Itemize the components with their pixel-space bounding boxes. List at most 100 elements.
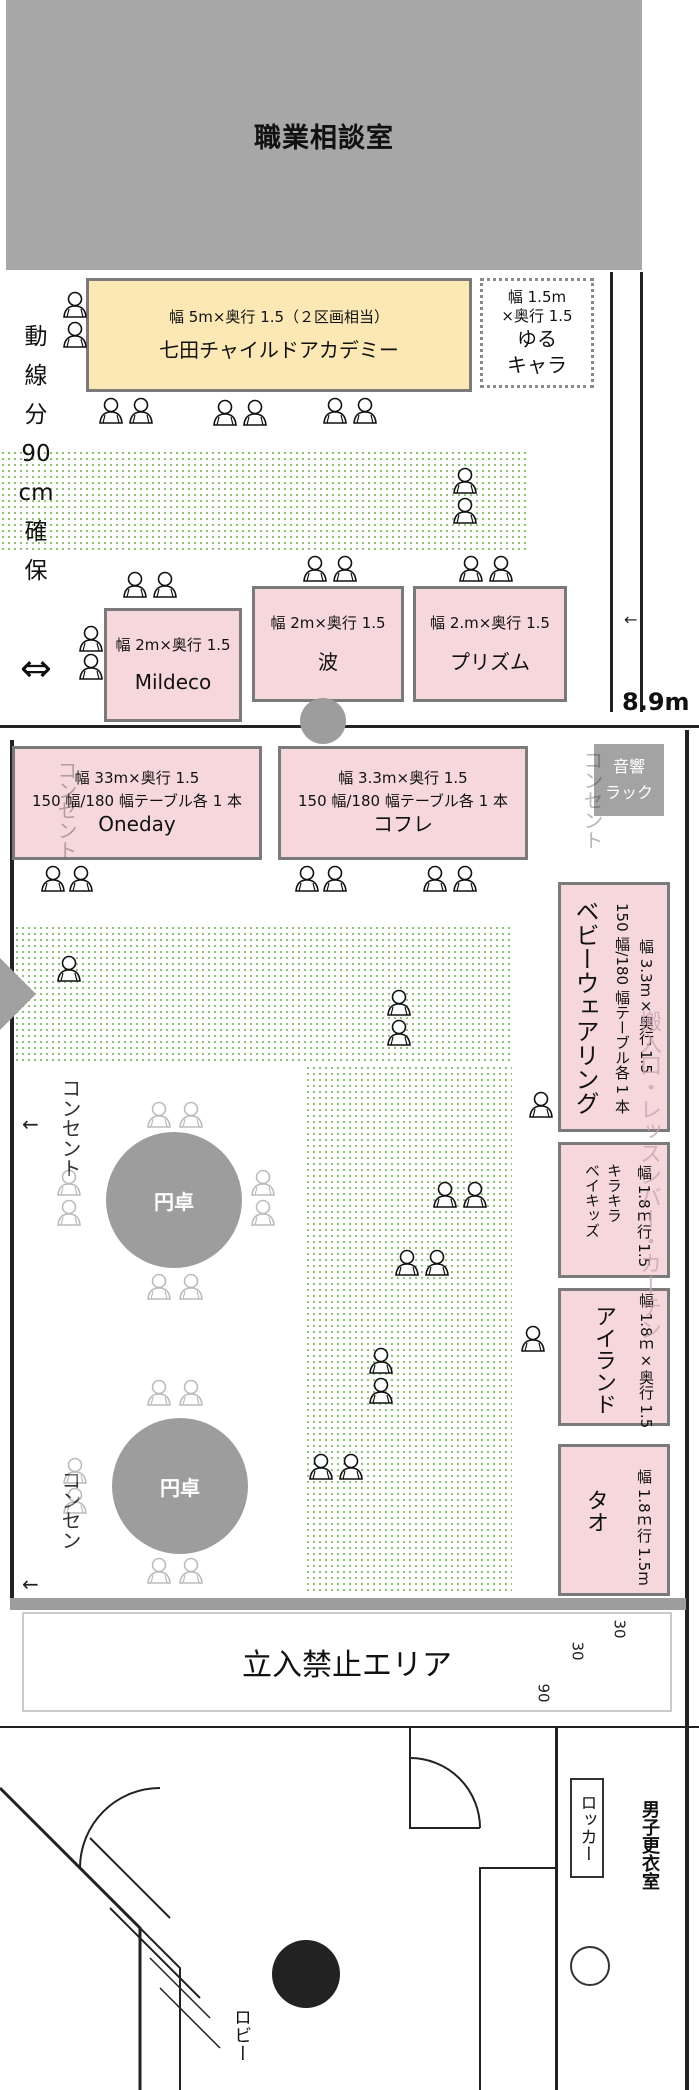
booth-name: ゆる [517,327,557,351]
no-entry-area: 立入禁止エリア [22,1612,672,1712]
booth-name: アイランド [591,1305,616,1415]
booth-size: 幅 2m×奥行 1.5 [115,635,231,654]
booth-babywearing[interactable]: 幅 3.3m×奥行 1.5 150 幅/180 幅テーブル各 1 本 ベビーウェ… [558,882,670,1132]
booth-name: 波 [318,649,338,674]
person-icon [76,652,106,682]
booth-yuru-chara[interactable]: 幅 1.5m ×奥行 1.5 ゆる キャラ [480,278,594,388]
person-icon [144,1378,174,1408]
booth-size: 幅 3.3m×奥行 1.5 [338,769,468,787]
person-icon [450,496,480,526]
person-icon [292,864,322,894]
booth-tables: 150 幅/180 幅テーブル各 1 本 [297,792,509,810]
person-icon [366,1376,396,1406]
person-icon [350,396,380,426]
outlet-arrow-icon: ← [22,1112,39,1136]
sound-rack-label: ラック [604,783,653,802]
walkway-top [0,450,528,550]
wall [0,1726,699,1728]
entrance-arrow-icon [0,958,36,1030]
dimension-label: 30 [568,1641,587,1661]
walkway-note-char: 確 [24,519,48,545]
outlet-arrow-icon: ← [22,1572,39,1596]
booth-island[interactable]: 幅 1.8ｍ×奥行 1.5 アイランド [558,1288,670,1429]
sound-rack: 音響 ラック [594,744,664,816]
person-icon [54,1198,84,1228]
booth-shichida[interactable]: 幅 5m×奥行 1.5（２区画相当） 七田チャイルドアカデミー [86,278,472,392]
person-icon [38,864,68,894]
booth-size: 幅 33m×奥行 1.5 [74,769,200,787]
front-edge [10,1598,686,1610]
booth-size: 幅 3.3m×奥行 1.5 [637,939,655,1074]
sound-rack-label: 音響 [612,757,645,776]
person-icon [176,1272,206,1302]
walkway-note-char: 90 [21,441,51,467]
booth-name: コフレ [373,812,433,836]
person-icon [60,1456,90,1486]
walkway-note-char: 保 [24,558,48,584]
person-icon [320,396,350,426]
round-table[interactable]: 円卓 [106,1132,242,1268]
outlet-arrow-icon: ← [624,610,638,629]
person-icon [248,1198,278,1228]
booth-nami[interactable]: 幅 2m×奥行 1.5 波 [252,586,404,702]
lower-floor-lines [0,1728,556,2090]
person-icon [450,864,480,894]
pillar-circle [300,698,346,744]
person-icon [320,864,350,894]
booth-size: 幅 1.5m [507,288,567,306]
booth-cofre[interactable]: 幅 3.3m×奥行 1.5 150 幅/180 幅テーブル各 1 本 コフレ [278,746,528,860]
booth-mildeco[interactable]: 幅 2m×奥行 1.5 Mildeco [104,608,242,722]
walkway-note-char: cm [18,480,54,506]
booth-name: キャラ [507,353,567,377]
person-icon [526,1090,556,1120]
person-icon [210,398,240,428]
booth-size: 幅 1.8ｍ×奥行 1.5 [637,1293,655,1429]
person-icon [392,1248,422,1278]
round-table[interactable]: 円卓 [112,1418,248,1554]
pillar [272,1940,340,2008]
wall [0,725,699,728]
no-entry-label: 立入禁止エリア [242,1648,452,1683]
person-icon [150,570,180,600]
booth-size: ×奥行 1.5 [501,307,573,325]
person-icon [456,554,486,584]
consultation-room: 職業相談室 [6,0,642,270]
person-icon [248,1168,278,1198]
booth-name: Oneday [98,812,176,836]
wall [555,1726,558,2090]
mens-locker-room-label: 男子更衣室 [639,1800,660,1890]
lobby-label: ロビー [231,2008,252,2062]
booth-tables: 150 幅/180 幅テーブル各 1 本 [613,903,631,1114]
booth-oneday[interactable]: 幅 33m×奥行 1.5 150 幅/180 幅テーブル各 1 本 Oneday [12,746,262,860]
walkway-middle [14,925,512,1065]
sink-icon [570,1946,610,1986]
booth-name: ベビーウェアリング [571,899,599,1115]
person-icon [176,1100,206,1130]
left-right-arrow-icon: ⇔ [20,646,52,690]
walkway-center [305,1065,512,1595]
booth-kirakira[interactable]: 幅 1.8ｍ行 1.5 キラキラ ベイキッズ [558,1142,670,1278]
dimension-label: 90 [534,1683,553,1703]
person-icon [330,554,360,584]
booth-prism[interactable]: 幅 2.m×奥行 1.5 プリズム [413,586,567,702]
booth-name: プリズム [450,649,530,674]
booth-tables: 150 幅/180 幅テーブル各 1 本 [31,792,243,810]
person-icon [176,1556,206,1586]
person-icon [126,396,156,426]
outlet-label: コンセント [54,760,78,860]
round-table-label: 円卓 [154,1189,194,1214]
overlay-note: 搬入口・レッスンバー・カーテン [636,1010,661,1340]
person-icon [384,988,414,1018]
person-icon [384,1018,414,1048]
person-icon [144,1556,174,1586]
locker: ロッカー [570,1778,604,1878]
dimension-label: 30 [610,1619,629,1639]
walkway-note-char: 線 [24,363,48,389]
booth-name: ベイキッズ [583,1163,601,1238]
room-width-label: 8.9m [622,688,690,716]
person-icon [60,1486,90,1516]
booth-name: タオ [583,1489,608,1533]
person-icon [76,624,106,654]
booth-tao[interactable]: 幅 1.8ｍ行 1.5m タオ [558,1444,670,1596]
locker-label: ロッカー [576,1794,597,1862]
